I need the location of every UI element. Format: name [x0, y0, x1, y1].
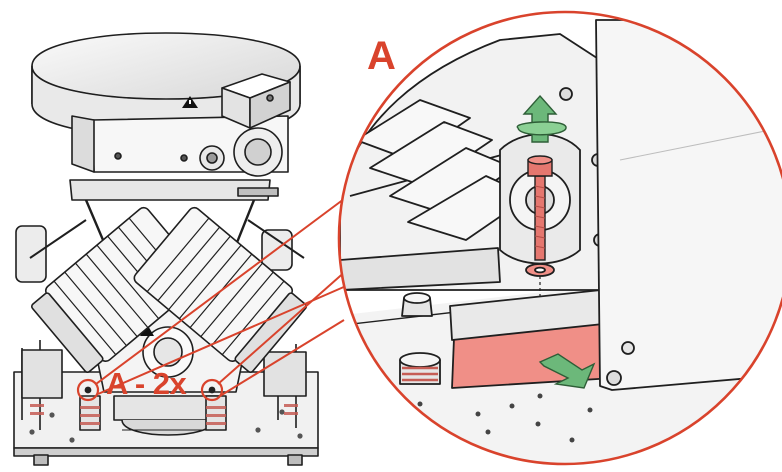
side-fitting [15, 225, 47, 283]
base-bolts [399, 292, 441, 385]
compressor-assembly [13, 32, 319, 466]
detail-view-a [337, 10, 782, 466]
cylinder-right [133, 206, 308, 374]
warning-triangle-icon [182, 96, 198, 108]
side-cover-panel [595, 19, 782, 391]
bolt-callouts [76, 378, 224, 402]
removed-bolt [527, 155, 553, 261]
detail-circle-outline [337, 10, 782, 466]
remove-arrow-icon [538, 353, 596, 389]
warning-triangle-icon [140, 324, 154, 336]
rotate-arrow-icon [516, 94, 567, 143]
bolt-count-label: A - 2x [106, 366, 187, 401]
callout-circle-right-bolt [200, 378, 224, 402]
pressure-switch [221, 73, 291, 129]
callout-circle-left-bolt [76, 378, 100, 402]
leader-lines [95, 195, 357, 397]
detail-label-a: A [367, 34, 396, 78]
vibration-mounts [30, 395, 298, 431]
